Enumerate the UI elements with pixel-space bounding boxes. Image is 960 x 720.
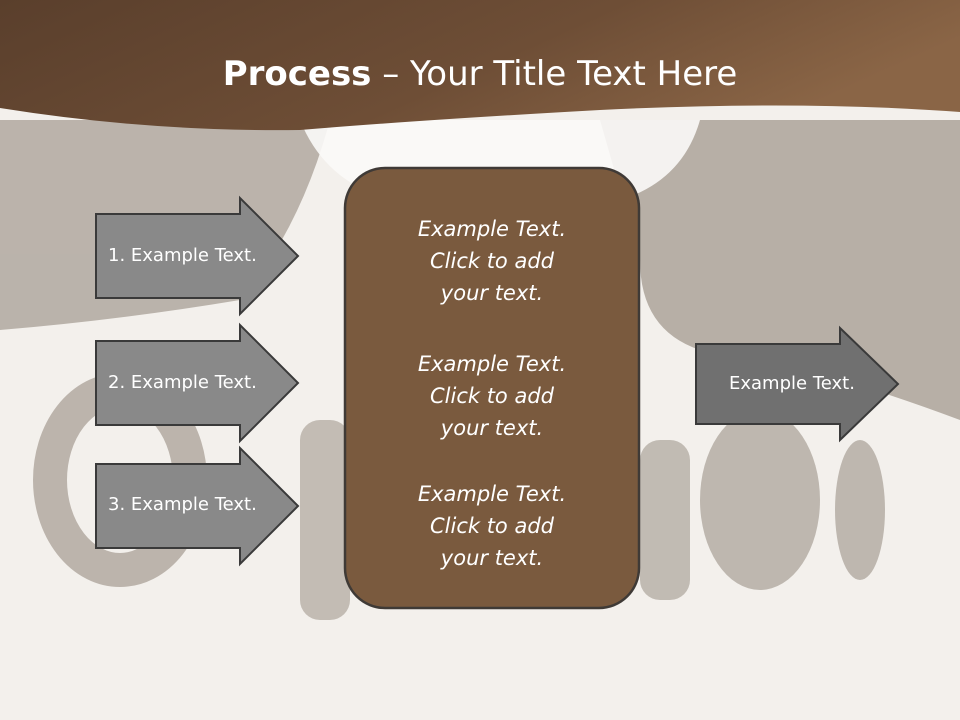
arrow-3-shape [95, 445, 300, 567]
center-block-2-line1: Example Text. [417, 352, 567, 376]
center-block-2-line3: your text. [440, 416, 544, 440]
center-block-1-line1: Example Text. [417, 217, 567, 241]
arrow-1-label: 1. Example Text. [108, 245, 257, 266]
center-block-1: Example Text. Click to add your text. [345, 213, 639, 309]
center-text-box: Example Text. Click to add your text. Ex… [345, 168, 639, 608]
center-block-3-line1: Example Text. [417, 482, 567, 506]
arrow-1-shape [95, 195, 300, 317]
center-block-3-line2: Click to add [429, 514, 554, 538]
arrow-3-label: 3. Example Text. [108, 494, 257, 515]
page-title: Process – Your Title Text Here [0, 52, 960, 96]
center-block-3-line3: your text. [440, 546, 544, 570]
title-bold: Process [222, 54, 372, 94]
header-band [0, 0, 960, 131]
arrow-2-shape [95, 322, 300, 444]
right-arrow-label: Example Text. [729, 373, 855, 394]
arrow-2-label: 2. Example Text. [108, 372, 257, 393]
center-box-shape [343, 166, 641, 610]
center-block-1-line2: Click to add [429, 249, 554, 273]
left-arrows [95, 195, 300, 567]
center-block-2-line2: Click to add [429, 384, 554, 408]
title-rest: – Your Title Text Here [371, 54, 738, 94]
center-block-1-line3: your text. [440, 281, 544, 305]
center-block-2: Example Text. Click to add your text. [345, 348, 639, 444]
right-arrow-shape [695, 325, 900, 443]
center-block-3: Example Text. Click to add your text. [345, 478, 639, 574]
